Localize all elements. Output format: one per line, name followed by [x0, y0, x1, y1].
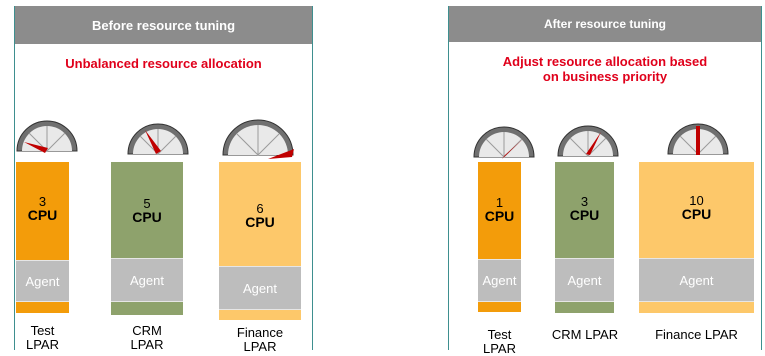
after-header: After resource tuning [449, 6, 761, 42]
agent-box: Agent [111, 258, 183, 302]
after-finance-lpar-gauge-needle [696, 126, 700, 155]
after-crm-lpar-gauge-needle [586, 132, 601, 155]
crm-lpar-gauge-needle [145, 130, 161, 154]
cpu-label: CPU [569, 207, 600, 223]
agent-box: Agent [478, 259, 521, 302]
agent-box: Agent [219, 266, 301, 310]
cpu-count: 3 [38, 194, 47, 209]
finance-lpar-gauge-needle [268, 149, 294, 159]
crm-lpar-gauge-icon [127, 123, 189, 155]
after-test-lpar-gauge-needle [502, 139, 523, 159]
before-subtitle: Unbalanced resource allocation [65, 56, 262, 71]
cpu-count: 3 [580, 194, 589, 209]
cpu-count: 6 [256, 201, 264, 216]
cpu-label: CPU [245, 214, 275, 230]
before-test-lpar-bar: 3 CPU Agent [16, 162, 69, 313]
cpu-label: CPU [681, 206, 712, 222]
cpu-label: CPU [27, 207, 58, 223]
after-finance-lpar-gauge-icon [667, 123, 729, 155]
after-crm-lpar-gauge-icon [557, 125, 619, 157]
before-finance-lpar-bar: 6 CPU Agent [219, 162, 301, 320]
before-panel: Before resource tuning Unbalanced resour… [14, 6, 313, 354]
cpu-label: CPU [484, 208, 515, 224]
after-crm-lpar-label: CRM LPAR [551, 327, 619, 342]
before-test-lpar-label: Test LPAR [26, 323, 59, 352]
cpu-count: 10 [689, 193, 704, 208]
before-crm-lpar-label: CRM LPAR [130, 323, 164, 352]
before-header: Before resource tuning [15, 6, 312, 44]
cpu-count: 5 [143, 196, 151, 211]
after-test-lpar-bar: 1 CPU Agent [478, 162, 521, 312]
before-crm-lpar-bar: 5 CPU Agent [111, 162, 183, 315]
finance-lpar-gauge-icon [222, 119, 294, 159]
cpu-count: 1 [495, 195, 504, 210]
agent-box: Agent [555, 258, 614, 302]
after-finance-lpar-label: Finance LPAR [655, 327, 738, 342]
after-test-lpar-label: Test LPAR [483, 327, 516, 356]
after-finance-lpar-bar: 10 CPU Agent [639, 162, 754, 313]
cpu-label: CPU [132, 209, 162, 225]
after-crm-lpar-bar: 3 CPU Agent [555, 162, 614, 313]
test-lpar-gauge-needle [24, 142, 48, 153]
test-lpar-gauge-icon [16, 120, 78, 153]
agent-box: Agent [16, 260, 69, 302]
after-subtitle: Adjust resource allocation based on busi… [502, 54, 708, 84]
agent-box: Agent [639, 258, 754, 302]
after-panel: After resource tuning Adjust resource al… [448, 6, 762, 356]
after-test-lpar-gauge-icon [473, 126, 535, 159]
